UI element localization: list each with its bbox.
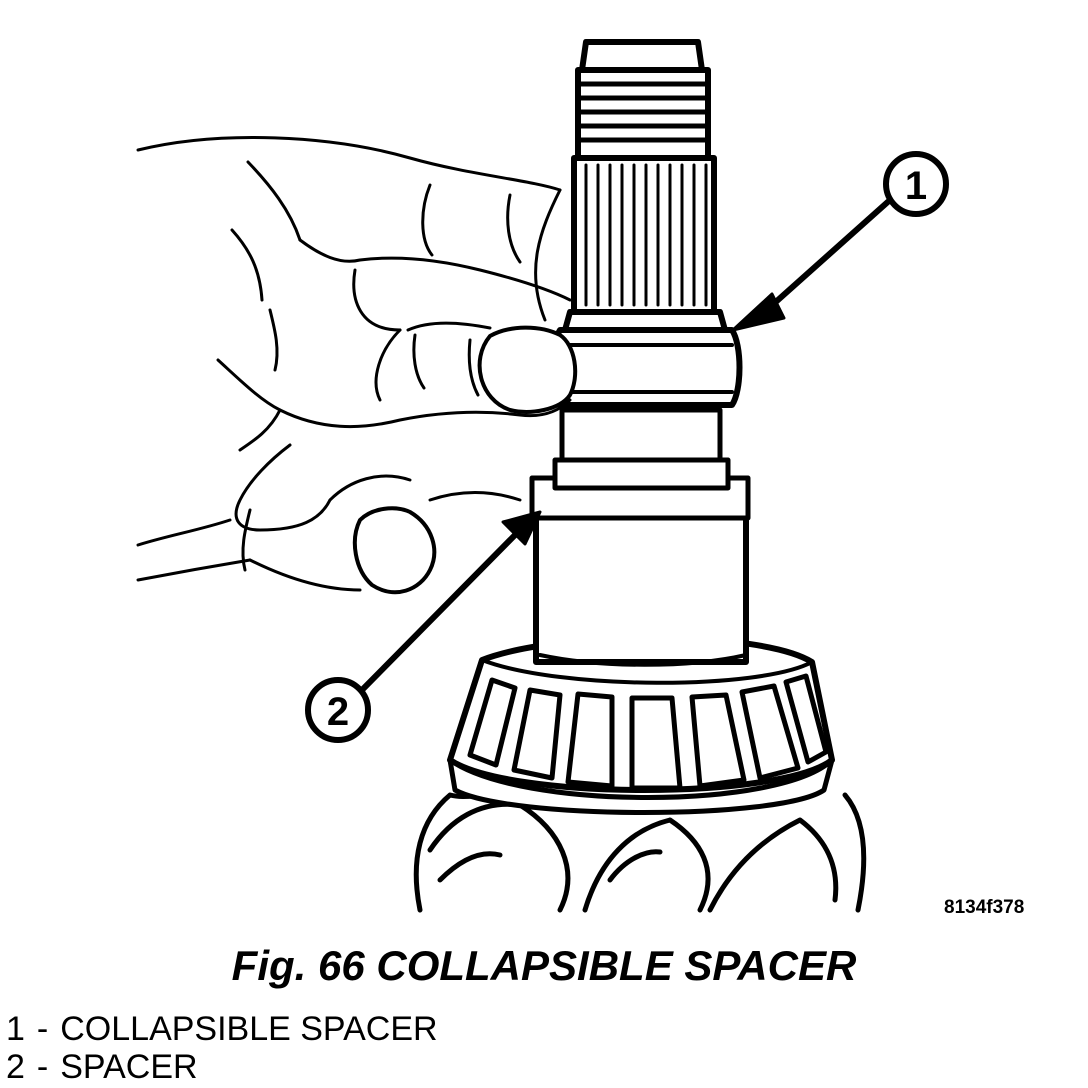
callout-number-1: 1 <box>905 164 927 208</box>
legend-number: 2 <box>6 1048 25 1086</box>
legend-label: SPACER <box>60 1048 198 1086</box>
callout-number-2: 2 <box>327 690 349 734</box>
legend-separator: - <box>36 1010 49 1048</box>
callout-leader-2 <box>359 510 542 693</box>
spacer <box>529 475 751 667</box>
figure-caption: Fig. 66 COLLAPSIBLE SPACER <box>231 942 857 989</box>
legend-label: COLLAPSIBLE SPACER <box>60 1010 438 1048</box>
legend-item: 1-COLLAPSIBLE SPACER <box>6 1010 438 1048</box>
legend-number: 1 <box>6 1010 25 1048</box>
legend-separator: - <box>36 1048 49 1086</box>
callout-badge-2 <box>305 677 371 743</box>
shaft-collar <box>552 407 731 491</box>
tapered-bearing <box>447 634 835 815</box>
pinion-spacer-illustration: 1 2 <box>136 39 949 913</box>
splined-shaft <box>571 39 717 315</box>
legend: 1-COLLAPSIBLE SPACER 2-SPACER <box>6 1010 438 1086</box>
callout-leader-1 <box>731 197 893 332</box>
hand <box>136 136 578 595</box>
legend-item: 2-SPACER <box>6 1048 438 1086</box>
callout-badge-1 <box>883 151 949 217</box>
collapsible-spacer <box>549 309 743 408</box>
figure-code: 8134f378 <box>944 897 1025 918</box>
